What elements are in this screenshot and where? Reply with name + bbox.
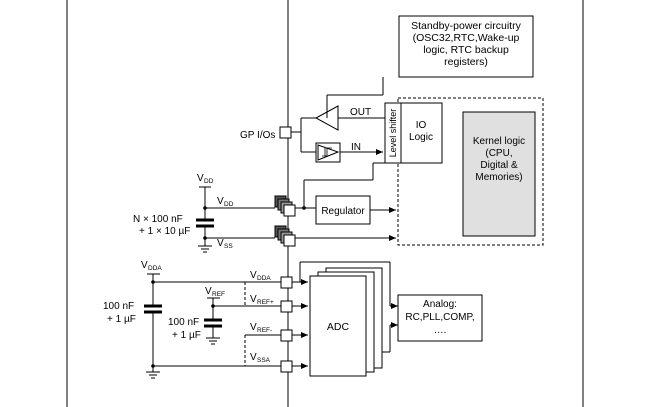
vss-pad-stack — [274, 225, 296, 247]
regulator-block: Regulator — [315, 195, 371, 225]
core-domain-dashed-box — [397, 97, 544, 246]
cap-left-line-2: + 1 µF — [107, 314, 136, 325]
analog-block: Analog: RC,PLL,COMP, …. — [397, 294, 483, 342]
svg-text:V: V — [197, 173, 204, 184]
io-logic-line-2: Logic — [409, 132, 433, 143]
gp-io-label: GP I/Os — [240, 130, 275, 141]
svg-text:V: V — [141, 260, 148, 271]
svg-text:DD: DD — [204, 178, 214, 185]
vrefp-pad — [280, 300, 293, 313]
vdda-pad — [280, 276, 293, 289]
cap-right-line-2: + 1 µF — [172, 330, 201, 341]
standby-line-4: registers) — [444, 56, 488, 68]
out-label: OUT — [350, 107, 371, 118]
vref-main-label: V REF — [205, 286, 225, 298]
svg-text:REF-: REF- — [257, 327, 272, 334]
svg-text:DDA: DDA — [148, 265, 162, 272]
svg-text:DD: DD — [224, 201, 234, 208]
vdd-main-label: V DD — [197, 173, 214, 185]
analog-line-3: …. — [434, 325, 447, 336]
vssa-ground-icon — [146, 371, 160, 379]
kernel-line-2: (CPU, — [485, 148, 512, 159]
kernel-line-4: Memories) — [475, 172, 522, 183]
svg-text:V: V — [250, 352, 257, 363]
svg-text:SS: SS — [224, 243, 233, 250]
analog-line-2: RC,PLL,COMP, — [405, 312, 474, 323]
svg-text:V: V — [250, 270, 257, 281]
svg-text:V: V — [217, 238, 224, 249]
kernel-line-3: Digital & — [480, 160, 518, 171]
in-label: IN — [351, 142, 361, 153]
vss-ground-icon — [198, 245, 212, 253]
vref-ground-icon — [206, 337, 220, 345]
vrefm-pin-label: V REF- — [250, 322, 272, 334]
standby-power-block: Standby-power circuitry (OSC32,RTC,Wake-… — [398, 15, 534, 78]
vss-pin-label: V SS — [217, 238, 233, 250]
vdda-main-label: V DDA — [141, 260, 162, 272]
svg-text:SSA: SSA — [257, 357, 271, 364]
kernel-line-1: Kernel logic — [473, 136, 525, 147]
svg-text:V: V — [250, 322, 257, 333]
standby-line-2: (OSC32,RTC,Wake-up — [413, 32, 520, 44]
svg-text:REF+: REF+ — [257, 299, 274, 306]
regulator-label: Regulator — [321, 206, 365, 217]
analog-line-1: Analog: — [423, 299, 457, 310]
io-logic-line-1: IO — [416, 120, 427, 131]
decoupling-line-1: N × 100 nF — [133, 214, 183, 225]
level-shifter-block: Level shifter — [384, 102, 402, 164]
svg-text:DDA: DDA — [257, 275, 271, 282]
cap-right-line-1: 100 nF — [168, 317, 199, 328]
gp-io-pad — [279, 126, 292, 139]
level-shifter-label: Level shifter — [388, 109, 398, 158]
svg-text:REF: REF — [212, 291, 225, 298]
adc-block: ADC — [309, 267, 383, 377]
svg-text:V: V — [217, 196, 224, 207]
standby-line-1: Standby-power circuitry — [411, 20, 521, 32]
adc-label: ADC — [327, 321, 350, 333]
decoupling-line-2: + 1 × 10 µF — [139, 226, 190, 237]
schmitt-trigger-icon — [322, 147, 332, 157]
io-logic-block: IO Logic — [400, 102, 443, 164]
standby-line-3: logic, RTC backup — [423, 44, 509, 56]
vssa-pin-label: V SSA — [250, 352, 271, 364]
vrefm-pad — [280, 329, 293, 342]
svg-text:V: V — [250, 294, 257, 305]
vdda-pin-label: V DDA — [250, 270, 271, 282]
svg-text:V: V — [205, 286, 212, 297]
vrefp-pin-label: V REF+ — [250, 294, 274, 306]
vdd-pin-label: V DD — [217, 196, 234, 208]
vssa-pad — [280, 360, 293, 373]
cap-left-line-1: 100 nF — [103, 301, 134, 312]
kernel-logic-block: Kernel logic (CPU, Digital & Memories) — [462, 111, 536, 237]
vdd-pad-stack — [274, 195, 296, 217]
